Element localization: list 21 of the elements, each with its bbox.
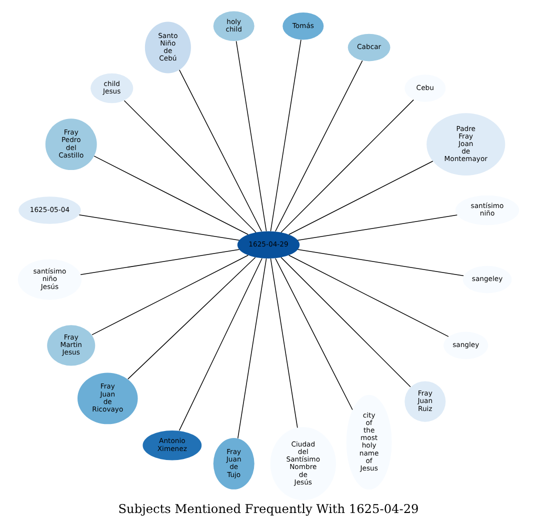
connector xyxy=(178,70,262,232)
connector xyxy=(91,254,248,336)
connector xyxy=(236,258,266,439)
connector xyxy=(235,40,266,232)
connector xyxy=(123,100,256,233)
diagram-title: Subjects Mentioned Frequently With 1625-04-29 xyxy=(118,502,418,516)
connector xyxy=(280,257,410,388)
connector xyxy=(280,99,414,233)
connector xyxy=(270,258,298,428)
connector xyxy=(80,249,240,276)
connector xyxy=(178,258,262,431)
connector xyxy=(274,258,352,410)
connector xyxy=(93,156,248,235)
connector xyxy=(288,254,448,337)
connector xyxy=(270,39,301,232)
connector xyxy=(296,214,457,241)
connector xyxy=(78,214,240,241)
connector xyxy=(274,60,362,232)
connector xyxy=(288,160,433,235)
connector xyxy=(127,257,256,380)
connector xyxy=(296,249,464,276)
